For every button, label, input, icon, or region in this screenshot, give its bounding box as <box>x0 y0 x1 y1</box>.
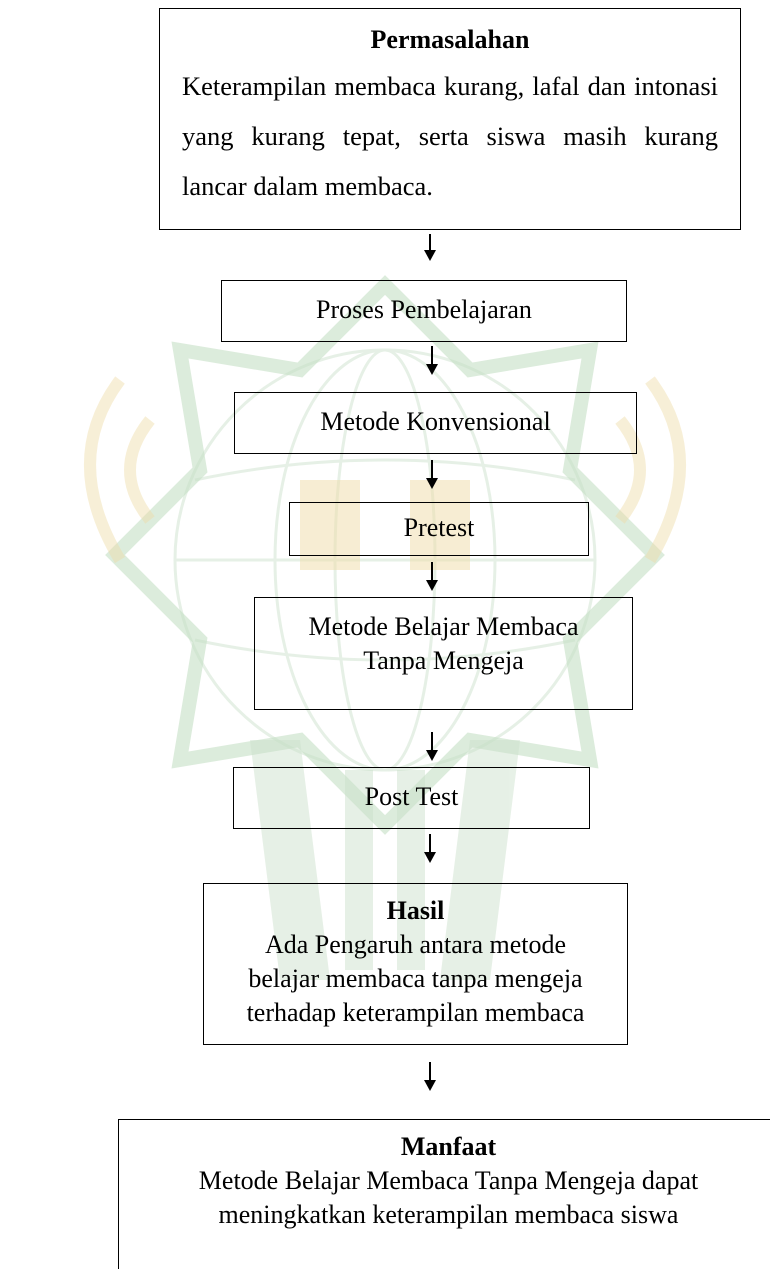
result-box: Hasil Ada Pengaruh antara metode belajar… <box>203 883 628 1045</box>
arrow-down-icon <box>426 732 438 761</box>
result-line-1: Ada Pengaruh antara metode <box>264 930 567 959</box>
reading-method-line-1: Metode Belajar Membaca <box>308 612 579 641</box>
conventional-method-box: Metode Konvensional <box>234 392 637 454</box>
arrow-down-icon <box>424 834 436 863</box>
arrow-down-icon <box>426 562 438 591</box>
arrow-down-icon <box>424 234 436 261</box>
result-line-2: belajar membaca tanpa mengeja <box>248 964 583 993</box>
problem-box: Permasalahan Keterampilan membaca kurang… <box>159 8 741 230</box>
arrow-down-icon <box>426 346 438 375</box>
problem-heading: Permasalahan <box>370 25 530 54</box>
pretest-box: Pretest <box>289 502 589 556</box>
benefit-box: Manfaat Metode Belajar Membaca Tanpa Men… <box>118 1119 770 1269</box>
posttest-label: Post Test <box>364 782 459 811</box>
result-heading: Hasil <box>386 896 445 925</box>
pretest-label: Pretest <box>403 513 475 542</box>
benefit-heading: Manfaat <box>400 1132 497 1161</box>
learning-process-label: Proses Pembelajaran <box>316 295 532 324</box>
result-line-3: terhadap keterampilan membaca <box>246 998 585 1027</box>
conventional-method-label: Metode Konvensional <box>320 407 551 436</box>
arrow-down-icon <box>426 460 438 489</box>
problem-text: Keterampilan membaca kurang, lafal dan i… <box>182 70 718 201</box>
posttest-box: Post Test <box>233 767 590 829</box>
arrow-down-icon <box>424 1062 436 1091</box>
reading-method-line-2: Tanpa Mengeja <box>363 646 524 675</box>
benefit-line-1: Metode Belajar Membaca Tanpa Mengeja dap… <box>198 1166 699 1195</box>
reading-method-box: Metode Belajar Membaca Tanpa Mengeja <box>254 597 633 710</box>
learning-process-box: Proses Pembelajaran <box>221 280 627 342</box>
benefit-line-2: meningkatkan keterampilan membaca siswa <box>218 1200 679 1229</box>
